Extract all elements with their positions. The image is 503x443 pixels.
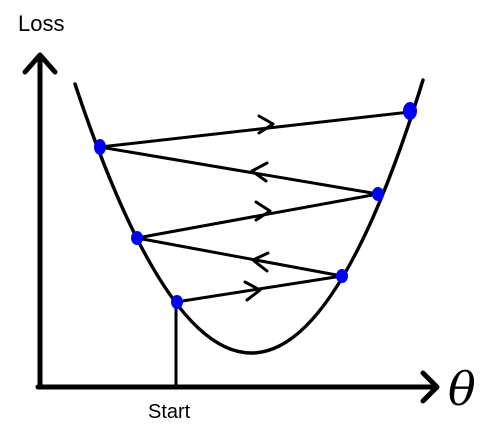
step-point-3	[131, 231, 143, 245]
step-arrow-right-icon	[243, 280, 262, 302]
step-point-4	[372, 187, 384, 201]
y-axis-arrowhead-icon	[22, 52, 58, 75]
step-point-2	[336, 269, 348, 283]
step-point-6	[403, 102, 417, 120]
y-axis-label: Loss	[18, 11, 64, 36]
step-arrow-right-icon	[257, 114, 275, 135]
step-arrow-left-icon	[250, 161, 269, 183]
step-line-4	[99, 145, 379, 196]
step-arrow-right-icon	[254, 200, 272, 222]
step-arrow-left-icon	[251, 251, 270, 273]
x-axis-arrowhead-icon	[420, 370, 440, 404]
step-point-5	[94, 139, 106, 155]
step-point-1	[171, 295, 183, 309]
step-line-2	[136, 236, 343, 278]
x-axis-label: θ	[448, 362, 476, 416]
loss-curve	[73, 78, 425, 355]
step-line-3	[136, 192, 379, 240]
step-line-5	[99, 110, 411, 149]
start-label: Start	[148, 401, 191, 423]
